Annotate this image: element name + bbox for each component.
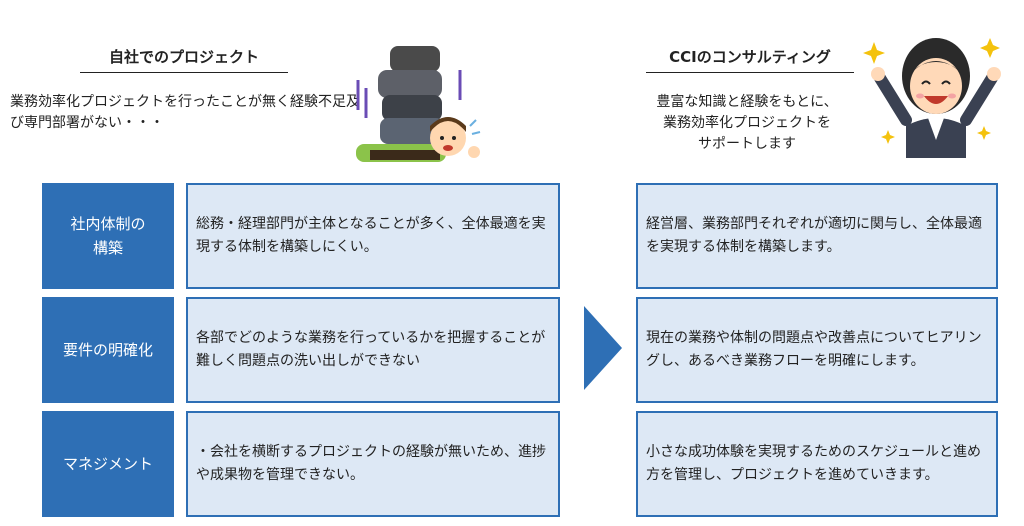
category-label-1-line-2: 構築 xyxy=(92,239,123,257)
solution-text-3: 小さな成功体験を実現するためのスケジュールと進め方を管理し、プロジェクトを進めて… xyxy=(646,444,982,483)
solution-text-1: 経営層、業務部門それぞれが適切に関与し、全体最適を実現する体制を構築します。 xyxy=(646,216,982,255)
category-cell-3: マネジメント xyxy=(42,411,174,517)
right-intro-line-2: 業務効率化プロジェクトを xyxy=(663,115,831,131)
right-intro-line-3: サポートします xyxy=(698,136,796,152)
category-label-1-line-1: 社内体制の xyxy=(70,215,146,233)
problem-text-1: 総務・経理部門が主体となることが多く、全体最適を実現する体制を構築しにくい。 xyxy=(196,216,546,255)
left-intro: 業務効率化プロジェクトを行ったことが無く経験不足及び専門部署がない・・・ xyxy=(10,94,360,131)
category-cell-1: 社内体制の 構築 xyxy=(42,183,174,289)
right-arrow-icon xyxy=(584,306,622,390)
problem-box-3: ・会社を横断するプロジェクトの経験が無いため、進捗や成果物を管理できない。 xyxy=(186,411,560,517)
right-heading-underline xyxy=(646,72,854,73)
crushed-by-stones-illustration xyxy=(356,46,481,162)
right-intro-line-1: 豊富な知識と経験をもとに、 xyxy=(656,94,838,110)
category-label-2: 要件の明確化 xyxy=(62,341,153,359)
left-heading: 自社でのプロジェクト xyxy=(108,48,259,66)
problem-box-2: 各部でどのような業務を行っているかを把握することが難しく問題点の洗い出しができな… xyxy=(186,297,560,403)
solution-text-2: 現在の業務や体制の問題点や改善点についてヒアリングし、あるべき業務フローを明確に… xyxy=(646,330,982,369)
problem-box-1: 総務・経理部門が主体となることが多く、全体最適を実現する体制を構築しにくい。 xyxy=(186,183,560,289)
category-cell-2: 要件の明確化 xyxy=(42,297,174,403)
right-heading: CCIのコンサルティング xyxy=(669,48,831,66)
cheering-woman-illustration xyxy=(863,38,1001,158)
right-intro: 豊富な知識と経験をもとに、 業務効率化プロジェクトを サポートします xyxy=(622,92,872,155)
solution-box-3: 小さな成功体験を実現するためのスケジュールと進め方を管理し、プロジェクトを進めて… xyxy=(636,411,998,517)
left-heading-underline xyxy=(80,72,288,73)
category-label-3: マネジメント xyxy=(62,455,153,473)
solution-box-1: 経営層、業務部門それぞれが適切に関与し、全体最適を実現する体制を構築します。 xyxy=(636,183,998,289)
problem-text-3: ・会社を横断するプロジェクトの経験が無いため、進捗や成果物を管理できない。 xyxy=(196,444,546,483)
solution-box-2: 現在の業務や体制の問題点や改善点についてヒアリングし、あるべき業務フローを明確に… xyxy=(636,297,998,403)
problem-text-2: 各部でどのような業務を行っているかを把握することが難しく問題点の洗い出しができな… xyxy=(196,330,546,369)
